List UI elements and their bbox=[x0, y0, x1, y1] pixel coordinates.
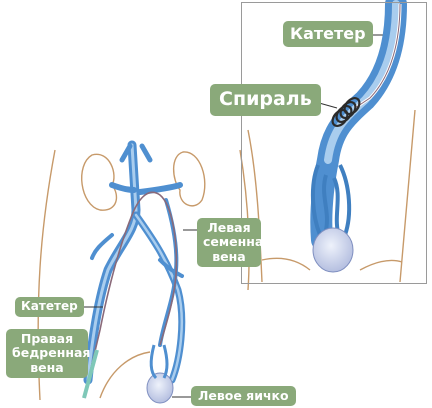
label-left-testicle: Левое яичко bbox=[191, 386, 296, 407]
inset-detail bbox=[247, 0, 416, 283]
spiral-coil bbox=[331, 97, 361, 127]
catheter-tail bbox=[82, 349, 99, 399]
inset-frame bbox=[241, 2, 427, 284]
left-testicle-shape bbox=[146, 372, 174, 404]
catheter-body-line bbox=[83, 191, 178, 399]
label-catheter-body: Катетер bbox=[15, 297, 84, 317]
right-kidney bbox=[81, 153, 118, 211]
inset-body-outline bbox=[247, 109, 416, 283]
left-kidney bbox=[172, 151, 206, 207]
pampiniform-plexus-small bbox=[149, 344, 169, 380]
label-spiral: Спираль bbox=[210, 84, 321, 116]
inset-plexus bbox=[310, 164, 352, 236]
label-left-spermatic-vein: Левая семенная вена bbox=[197, 218, 271, 268]
inset-thigh-outline bbox=[261, 257, 403, 271]
inset-testicle bbox=[312, 227, 354, 273]
label-catheter-inset: Катетер bbox=[283, 21, 373, 48]
label-right-femoral-vein: Правая бедренная вена bbox=[6, 329, 90, 379]
